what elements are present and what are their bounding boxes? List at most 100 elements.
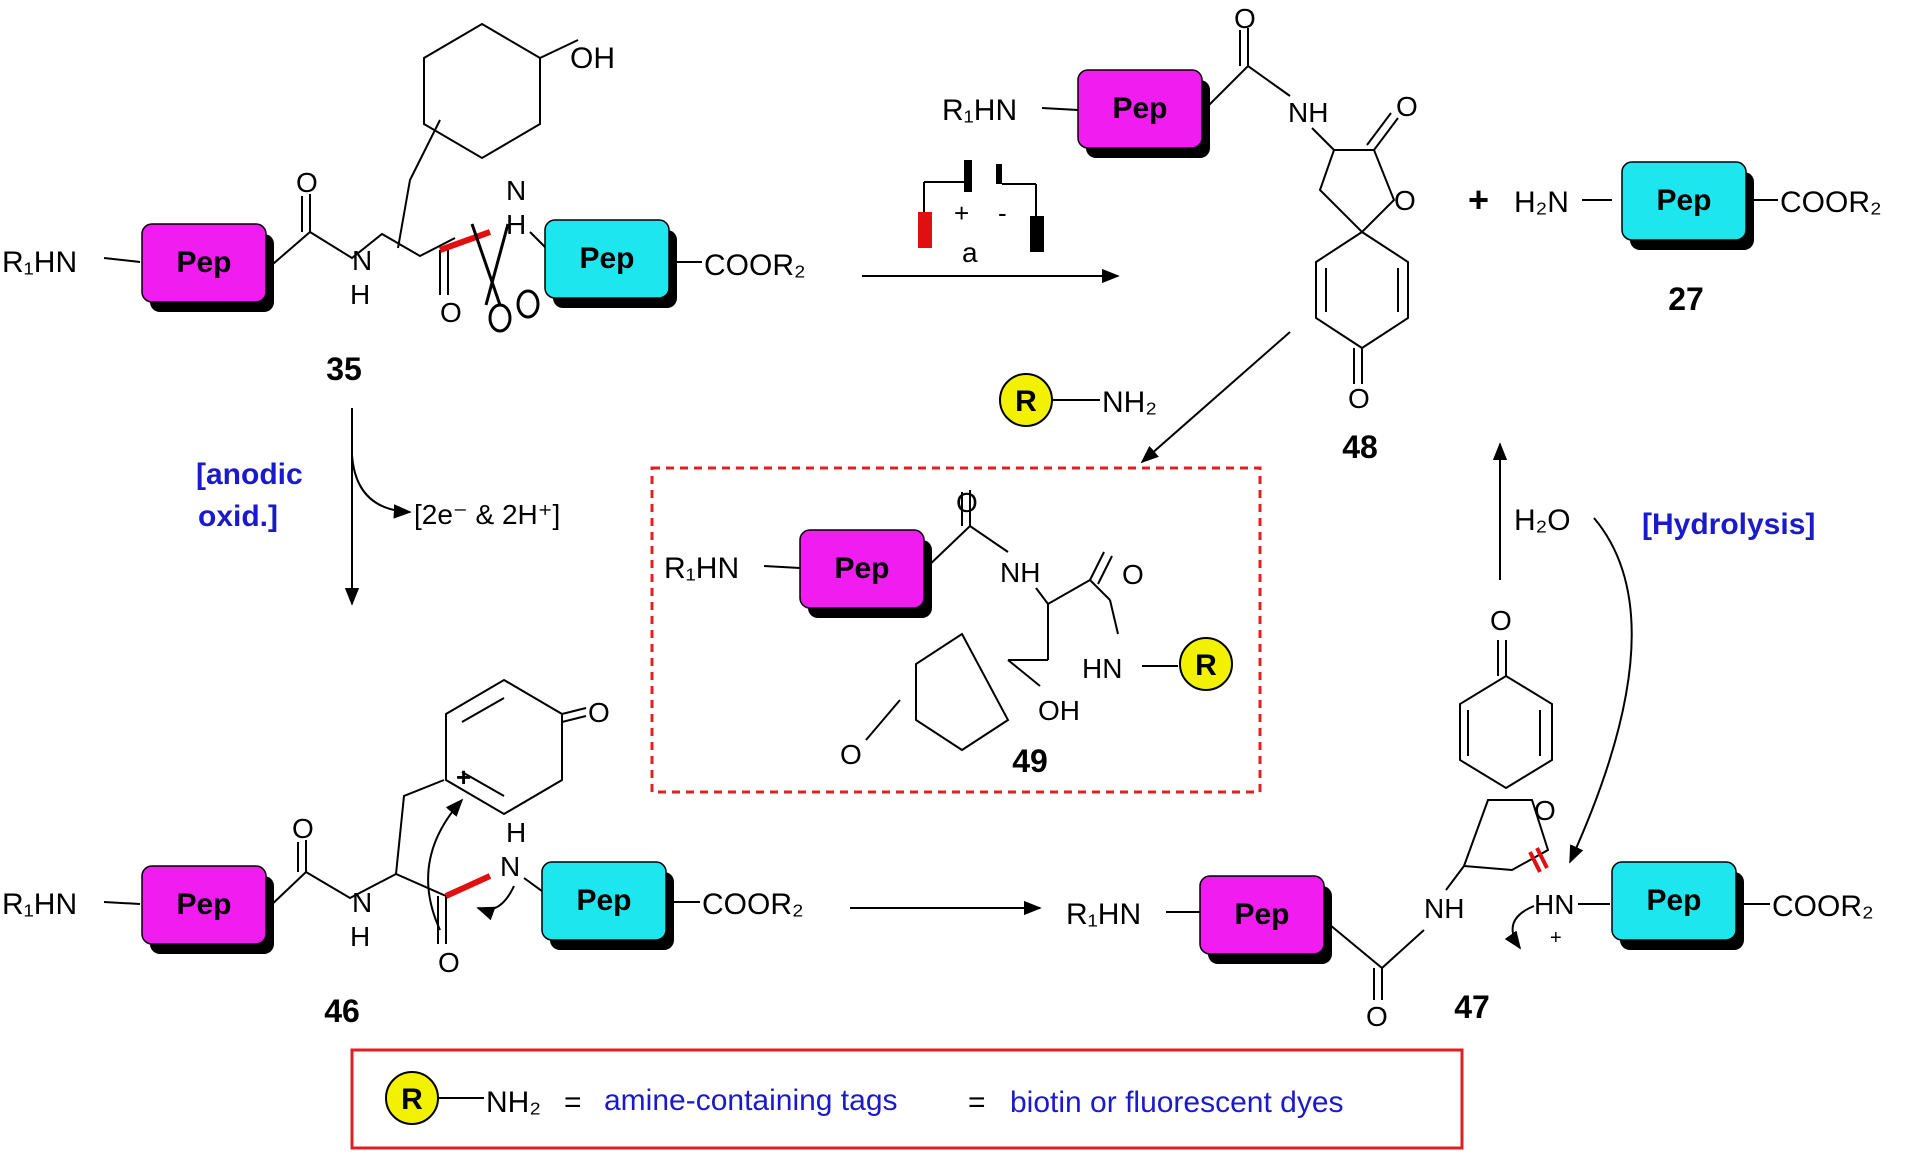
compound-number: 48: [1342, 429, 1378, 465]
r1hn-label: R₁HN: [2, 246, 77, 279]
hydrolysis-label: [Hydrolysis]: [1642, 508, 1815, 541]
pep-label: Pep: [576, 884, 631, 917]
carbonyl-o-label: O: [1234, 3, 1256, 34]
pep-label: Pep: [1656, 184, 1711, 217]
nh-label: NH: [1288, 97, 1328, 128]
nh2-label: NH₂: [486, 1086, 541, 1119]
pep-block-cyan: Pep: [544, 219, 677, 308]
electrolysis-step: + - a: [862, 160, 1120, 284]
r-label: R: [1195, 649, 1217, 682]
nh-n-label: N: [500, 851, 520, 882]
nh-label: NH: [1000, 557, 1040, 588]
amide-h-label: H: [350, 279, 370, 310]
h2n-label: H₂N: [1514, 186, 1569, 219]
nh-h-label: H: [506, 817, 526, 848]
anodic-label: oxid.]: [198, 500, 278, 533]
electrode-symbol-icon: + - a: [918, 160, 1044, 268]
phenol-oh-label: OH: [570, 42, 615, 75]
scissors-icon: [470, 223, 540, 333]
r1hn-label: R₁HN: [1066, 898, 1141, 931]
r1hn-label: R₁HN: [2, 888, 77, 921]
r-circle-icon: [1179, 637, 1233, 691]
carbonyl-o-label: O: [292, 813, 314, 844]
pep-label: Pep: [834, 552, 889, 585]
pep-label: Pep: [1112, 92, 1167, 125]
r1hn-label: R₁HN: [942, 94, 1017, 127]
pep-label: Pep: [1234, 898, 1289, 931]
amide-n-label: N: [352, 887, 372, 918]
pep-block-magenta: Pep: [1077, 69, 1210, 158]
dyes-text: biotin or fluorescent dyes: [1010, 1086, 1344, 1119]
compound-46: R₁HN Pep O N H O + O H N Pep: [2, 678, 804, 1029]
hn-label: HN: [1534, 889, 1574, 920]
quinone-o-label: O: [588, 697, 610, 728]
electrode-a-label: a: [962, 237, 978, 268]
legend: R NH₂ = amine-containing tags = biotin o…: [350, 1048, 1464, 1150]
r-label: R: [401, 1083, 423, 1116]
ring-o-label: O: [1394, 185, 1416, 216]
compound-47: R₁HN Pep O NH O O HN + Pep COOR₂: [1066, 605, 1874, 1032]
reaction-arrow: [1140, 331, 1291, 464]
cation-plus-label: +: [456, 762, 471, 792]
compound-number: 49: [1012, 743, 1048, 779]
hydrolysis-step: H₂O [Hydrolysis]: [1492, 442, 1815, 864]
compound-number: 46: [324, 993, 360, 1029]
nh-h-label: H: [506, 209, 526, 240]
ring-o-label: O: [1534, 795, 1556, 826]
compound-number: 47: [1454, 989, 1490, 1025]
equals-sign: =: [564, 1086, 582, 1119]
byproducts-label: [2e⁻ & 2H⁺]: [414, 499, 560, 530]
ketone-o-label: O: [1490, 605, 1512, 636]
compound-number: 35: [326, 351, 362, 387]
compound-49: R₁HN Pep O NH O HN R OH O 49: [650, 466, 1262, 794]
oh-label: OH: [1038, 695, 1080, 726]
cation-plus-label: +: [1550, 927, 1562, 949]
cooor2-label: COOR₂: [702, 888, 804, 921]
cooor2-label: COOR₂: [704, 249, 806, 282]
pep-block-cyan: Pep: [1611, 861, 1744, 950]
lactone-o-label: O: [1396, 91, 1418, 122]
nh-n-label: N: [506, 175, 526, 206]
equals-sign: =: [968, 1086, 986, 1119]
pep-block-magenta: Pep: [141, 223, 274, 312]
compound-number: 27: [1668, 281, 1704, 317]
ketone-o-label: O: [840, 739, 862, 770]
water-label: H₂O: [1514, 504, 1571, 537]
compound-48: R₁HN Pep O NH O O O 48: [942, 3, 1418, 465]
carbonyl-o-label: O: [440, 297, 462, 328]
cooor2-label: COOR₂: [1780, 186, 1882, 219]
r-label: R: [1015, 385, 1037, 418]
amine-reagent: R NH₂: [999, 373, 1157, 427]
pep-block-cyan: Pep: [1621, 161, 1754, 250]
ketone-o-label: O: [1348, 383, 1370, 414]
compound-27: H₂N Pep COOR₂ 27: [1514, 161, 1882, 317]
carbonyl-o-label: O: [956, 487, 978, 518]
nh-label: NH: [1424, 893, 1464, 924]
anodic-label: [anodic: [196, 458, 303, 491]
carbonyl-o-label: O: [1366, 1001, 1388, 1032]
cooor2-label: COOR₂: [1772, 890, 1874, 923]
carbonyl-o-label: O: [438, 947, 460, 978]
anodic-oxidation-step: [anodic oxid.] [2e⁻ & 2H⁺]: [196, 408, 560, 606]
pep-block-magenta: Pep: [141, 865, 274, 954]
r1hn-label: R₁HN: [664, 552, 739, 585]
highlight-box: [650, 466, 1262, 794]
pep-label: Pep: [579, 242, 634, 275]
amide-n-label: N: [352, 245, 372, 276]
tags-text: amine-containing tags: [604, 1084, 898, 1117]
legend-box: [350, 1048, 1464, 1150]
carbonyl-o-label: O: [1122, 559, 1144, 590]
nh2-label: NH₂: [1102, 386, 1157, 419]
pep-block-cyan: Pep: [541, 861, 674, 950]
carbonyl-o-label: O: [296, 167, 318, 198]
minus-sign: -: [998, 198, 1007, 228]
pep-label: Pep: [176, 888, 231, 921]
pep-label: Pep: [1646, 884, 1701, 917]
pep-block-magenta: Pep: [799, 529, 932, 618]
hn-label: HN: [1082, 653, 1122, 684]
pep-label: Pep: [176, 246, 231, 279]
compound-35: R₁HN Pep O N H OH O N H: [2, 22, 806, 387]
amide-h-label: H: [350, 921, 370, 952]
plus-sign: +: [954, 198, 969, 228]
